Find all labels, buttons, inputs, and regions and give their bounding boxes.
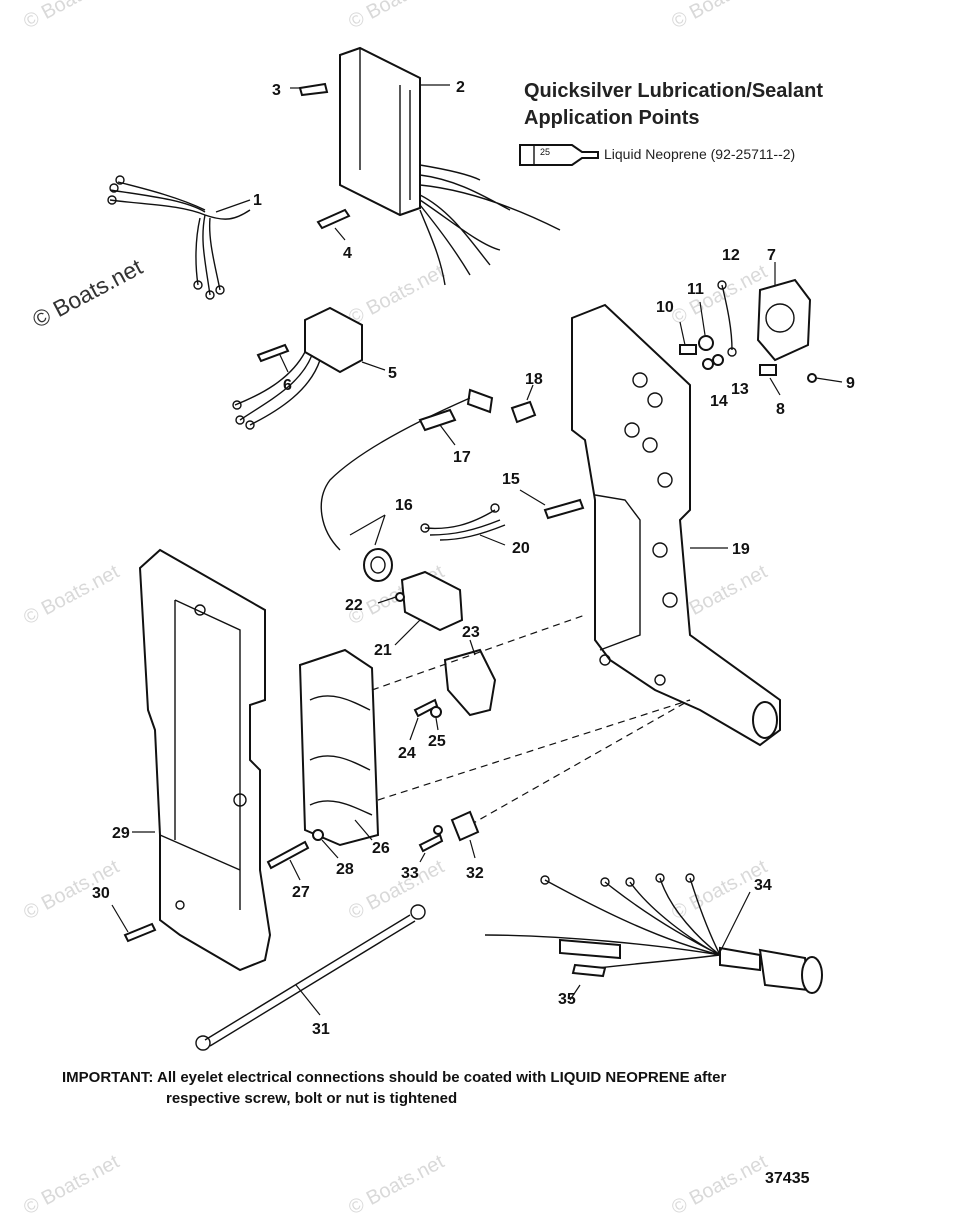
part-18-terminal (510, 384, 537, 424)
callout-27: 27 (292, 884, 310, 901)
part-1-wire-harness (107, 175, 251, 300)
callout-24: 24 (398, 745, 416, 762)
part-31-ground-cable (195, 904, 426, 1051)
part-2-switch-box (339, 46, 561, 286)
sealant-tube-icon (519, 144, 599, 166)
part-5-rectifier (232, 306, 386, 430)
part-10-bolt (679, 321, 697, 355)
part-25-nut (430, 706, 442, 731)
part-11-washer (698, 301, 714, 351)
callout-18: 18 (525, 371, 543, 388)
part-16-boot (349, 514, 393, 582)
callout-4: 4 (343, 245, 352, 262)
callout-8: 8 (776, 401, 785, 418)
callout-29: 29 (112, 825, 130, 842)
callout-7: 7 (767, 247, 776, 264)
part-22-screw (377, 592, 405, 604)
callout-32: 32 (466, 865, 484, 882)
important-note-line-2: respective screw, bolt or nut is tighten… (166, 1090, 458, 1107)
callout-23: 23 (462, 624, 480, 641)
part-9-nut (807, 373, 843, 383)
sealant-label: Liquid Neoprene (92-25711--2) (604, 146, 796, 162)
part-23-regulator (443, 639, 497, 717)
part-35-fuse (569, 963, 607, 1001)
callout-34: 34 (754, 877, 772, 894)
callout-35: 35 (558, 991, 576, 1008)
part-13-washer (712, 354, 724, 366)
callout-20: 20 (512, 540, 530, 557)
callout-6: 6 (283, 377, 292, 394)
part-30-screw (111, 904, 157, 943)
important-note-line-1: IMPORTANT: All eyelet electrical connect… (62, 1069, 727, 1086)
assembly-dash-lines (371, 614, 691, 826)
callout-28: 28 (336, 861, 354, 878)
callout-5: 5 (388, 365, 397, 382)
part-7-starter-solenoid (756, 262, 812, 362)
callout-30: 30 (92, 885, 110, 902)
callout-16: 16 (395, 497, 413, 514)
sealant-tube-number: 25 (540, 147, 551, 157)
part-3-screw (290, 82, 329, 97)
callout-22: 22 (345, 597, 363, 614)
callout-10: 10 (656, 299, 674, 316)
callout-15: 15 (502, 471, 520, 488)
part-15-bolt (519, 489, 585, 520)
callout-17: 17 (453, 449, 471, 466)
callout-33: 33 (401, 865, 419, 882)
callout-25: 25 (428, 733, 446, 750)
part-20-harness (420, 503, 506, 546)
callout-13: 13 (731, 381, 749, 398)
callout-26: 26 (372, 840, 390, 857)
part-21-coil (394, 570, 464, 646)
callout-numbers: 1 2 3 4 5 6 7 8 9 10 11 12 13 14 15 16 1… (92, 79, 855, 1038)
part-34-main-harness (484, 873, 823, 994)
callout-9: 9 (846, 375, 855, 392)
figure-number: 37435 (765, 1170, 810, 1187)
sealant-heading: Quicksilver Lubrication/Sealant (524, 80, 823, 102)
part-28-washer (312, 829, 339, 859)
part-6-screw (256, 343, 290, 373)
part-17-lead-wire (320, 388, 494, 551)
callout-11: 11 (687, 281, 704, 298)
callout-1: 1 (253, 192, 262, 209)
part-24-screw (409, 698, 439, 741)
sealant-subheading: Application Points (524, 107, 700, 129)
part-8-bolt (759, 364, 781, 396)
part-27-bolt (266, 840, 310, 881)
callout-14: 14 (710, 393, 728, 410)
part-12-cable (717, 280, 737, 357)
callout-12: 12 (722, 247, 740, 264)
part-32-clamp (450, 810, 480, 859)
callout-2: 2 (456, 79, 465, 96)
callout-21: 21 (374, 642, 392, 659)
part-29-cover (132, 548, 272, 972)
callout-19: 19 (732, 541, 750, 558)
part-26-coil-pack (298, 648, 380, 847)
part-19-mounting-plate (571, 303, 781, 747)
callout-31: 31 (312, 1021, 330, 1038)
part-33-screws (418, 825, 444, 863)
part-14-nut (702, 358, 714, 370)
part-4-screw (316, 208, 351, 241)
callout-3: 3 (272, 82, 281, 99)
